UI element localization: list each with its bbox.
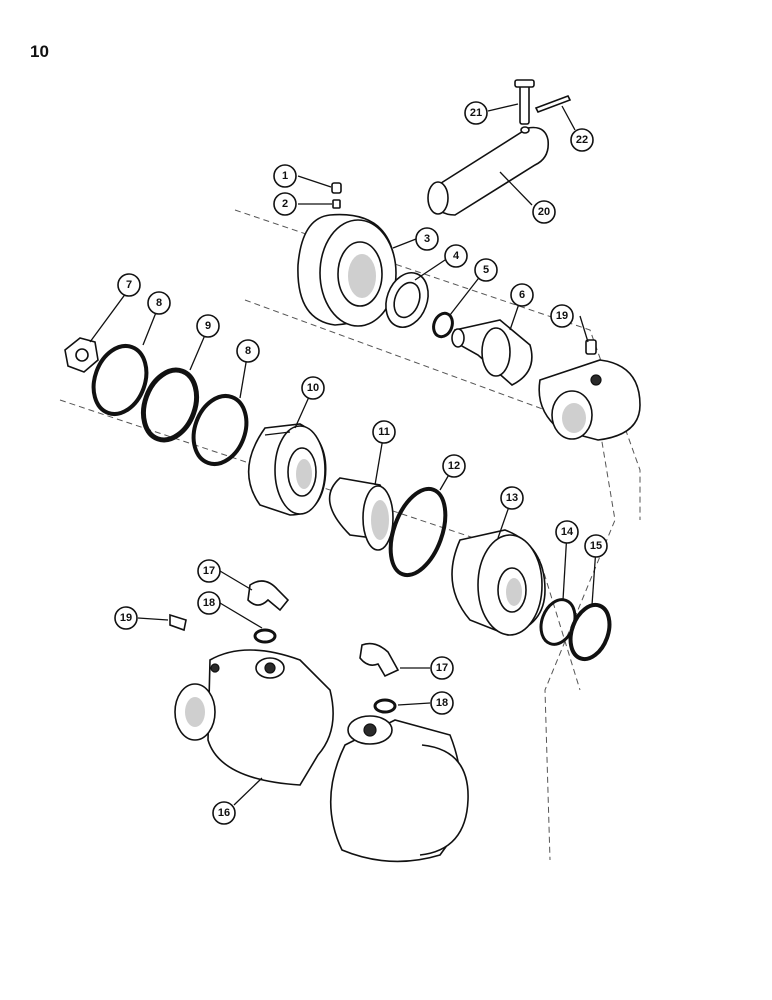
page-number: 10 <box>30 42 49 61</box>
callout-3: 3 <box>415 227 439 251</box>
svg-text:4: 4 <box>453 250 460 262</box>
svg-text:19: 19 <box>120 612 132 624</box>
leader-lines <box>89 103 597 806</box>
svg-text:8: 8 <box>156 297 162 309</box>
part-12-o-ring <box>388 486 448 578</box>
svg-text:5: 5 <box>483 264 489 276</box>
part-3-gland <box>297 213 397 327</box>
callout-17-upper: 17 <box>197 559 221 583</box>
callout-18-upper: 18 <box>197 591 221 615</box>
part-2-fitting <box>332 199 341 209</box>
svg-text:16: 16 <box>218 807 230 819</box>
callout-8-left: 8 <box>147 291 171 315</box>
callout-16: 16 <box>212 801 236 825</box>
part-8-backup-ring-right <box>191 394 249 466</box>
part-rod-eye <box>538 359 641 441</box>
svg-text:19: 19 <box>556 310 568 322</box>
part-17-elbow-upper <box>247 580 290 612</box>
svg-text:15: 15 <box>590 540 602 552</box>
part-18-washer-lower <box>373 698 397 714</box>
svg-text:3: 3 <box>424 233 430 245</box>
svg-text:20: 20 <box>538 206 550 218</box>
callout-19-lower: 19 <box>114 606 138 630</box>
part-1-setscrew <box>331 182 342 194</box>
callout-14: 14 <box>555 520 579 544</box>
part-22-cotter-pin <box>534 94 572 114</box>
svg-text:12: 12 <box>448 460 460 472</box>
svg-text:22: 22 <box>576 134 588 146</box>
svg-text:21: 21 <box>470 107 482 119</box>
part-19-grease-fitting-upper <box>585 339 597 355</box>
callout-6: 6 <box>510 283 534 307</box>
svg-text:17: 17 <box>203 565 215 577</box>
part-21-pin <box>514 79 535 125</box>
callout-15: 15 <box>584 534 608 558</box>
callout-19-upper: 19 <box>550 304 574 328</box>
svg-text:2: 2 <box>282 198 288 210</box>
callout-17-lower: 17 <box>430 656 454 680</box>
part-4-seal <box>385 272 429 328</box>
part-10-piston <box>247 423 327 516</box>
callout-5: 5 <box>474 258 498 282</box>
svg-text:1: 1 <box>282 170 288 182</box>
callout-22: 22 <box>570 128 594 152</box>
part-9-o-ring <box>140 367 200 443</box>
part-6-rod <box>451 319 533 386</box>
callout-8-right: 8 <box>236 339 260 363</box>
svg-text:18: 18 <box>203 597 215 609</box>
part-17-elbow-lower <box>359 642 400 678</box>
part-20-pivot-pin <box>427 126 550 216</box>
callout-1: 1 <box>273 164 297 188</box>
svg-text:10: 10 <box>307 382 319 394</box>
callout-18-lower: 18 <box>430 691 454 715</box>
callout-21: 21 <box>464 101 488 125</box>
assembly-outline-middle <box>59 399 581 691</box>
callout-4: 4 <box>444 244 468 268</box>
part-11-sleeve <box>328 477 394 551</box>
callout-11: 11 <box>372 420 396 444</box>
part-15-ring <box>568 602 612 662</box>
svg-text:18: 18 <box>436 697 448 709</box>
callout-10: 10 <box>301 376 325 400</box>
svg-text:17: 17 <box>436 662 448 674</box>
part-5-ring <box>432 311 454 339</box>
callout-12: 12 <box>442 454 466 478</box>
callout-2: 2 <box>273 192 297 216</box>
part-19-grease-fitting-lower <box>169 613 187 632</box>
svg-text:9: 9 <box>205 320 211 332</box>
part-18-washer-upper <box>253 628 277 644</box>
part-13-piston <box>451 529 546 636</box>
callout-9: 9 <box>196 314 220 338</box>
svg-text:14: 14 <box>561 526 574 538</box>
svg-text:11: 11 <box>378 426 390 438</box>
part-7-nut <box>64 337 99 373</box>
svg-text:6: 6 <box>519 289 525 301</box>
callout-13: 13 <box>500 486 524 510</box>
assembly-outline-lower <box>244 299 616 861</box>
svg-text:8: 8 <box>245 345 251 357</box>
part-8-backup-ring-left <box>91 344 149 416</box>
callout-20: 20 <box>532 200 556 224</box>
svg-text:7: 7 <box>126 279 132 291</box>
svg-text:13: 13 <box>506 492 518 504</box>
callout-7: 7 <box>117 273 141 297</box>
part-16-barrel <box>174 649 469 863</box>
